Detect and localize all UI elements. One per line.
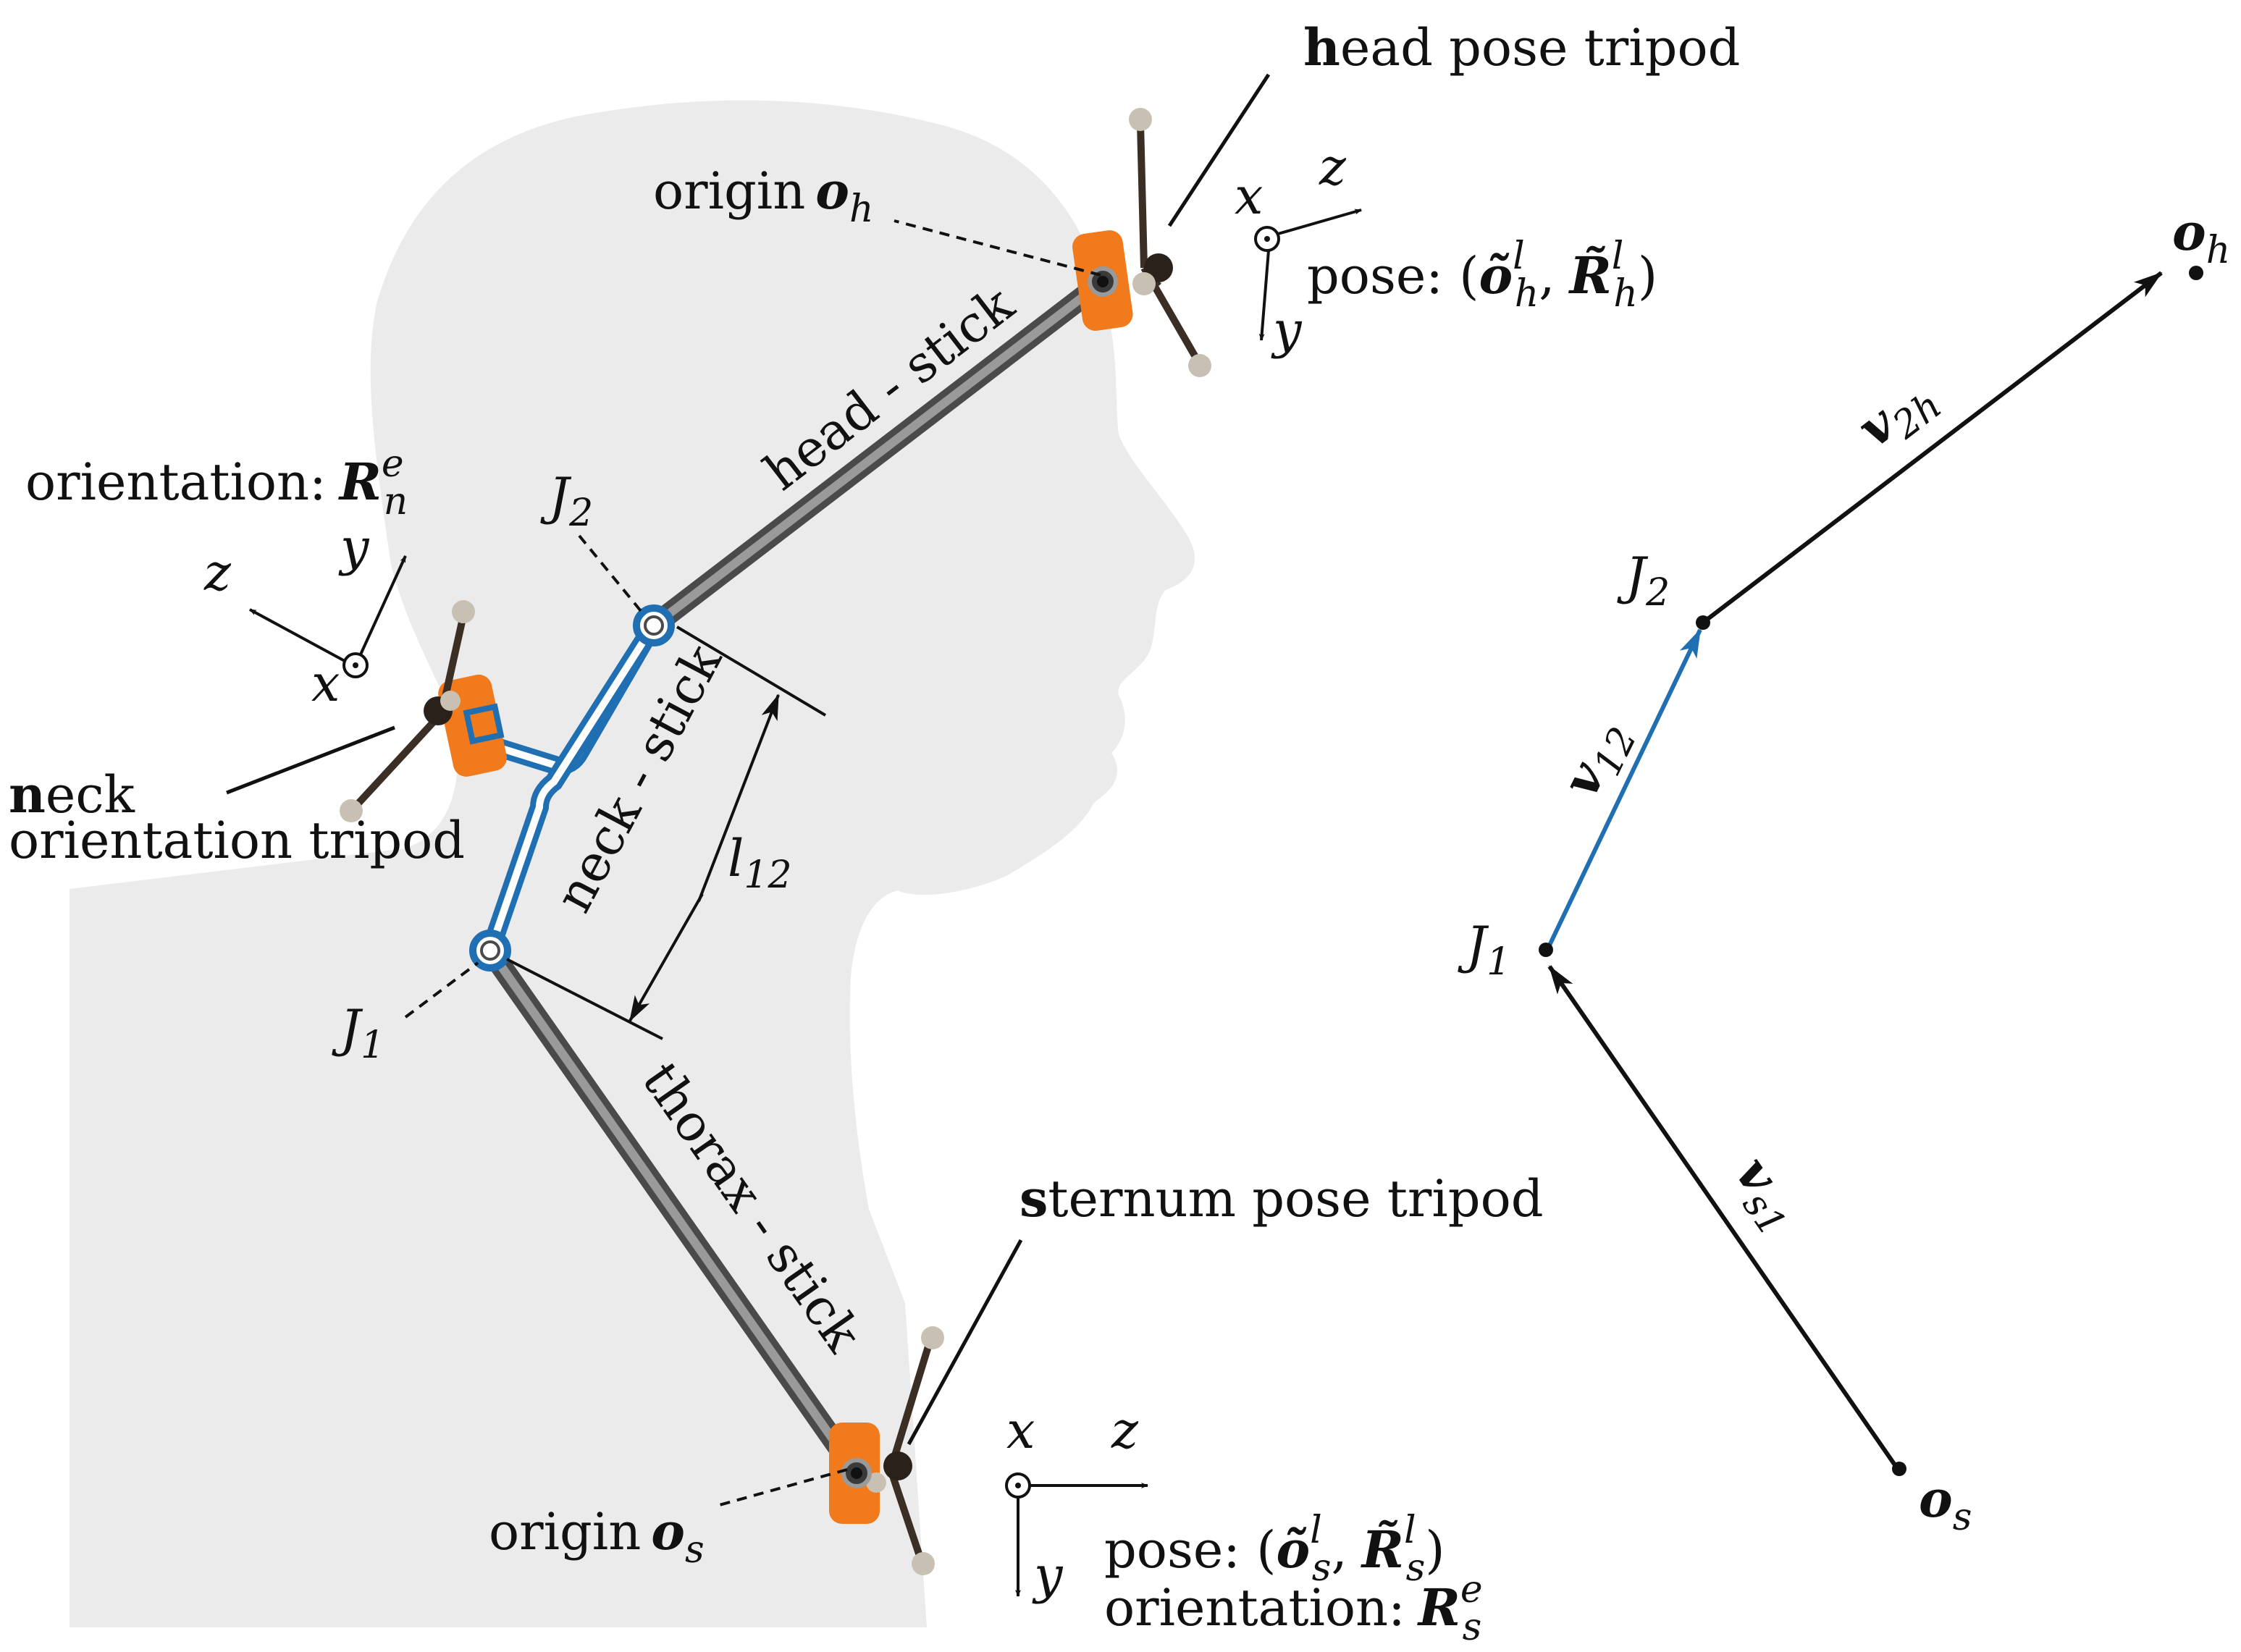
- vec-j1-label: J1: [1458, 916, 1510, 984]
- joint-j2: [633, 604, 675, 646]
- neck-tripod-label: neck: [9, 764, 135, 825]
- head-stick: [643, 271, 1114, 636]
- vector-diagram: [1539, 266, 2203, 1476]
- neck-frame: [249, 555, 407, 678]
- vec-oh-label: oh: [2172, 202, 2230, 272]
- sternum-axis-y: y: [1032, 1546, 1064, 1605]
- neck-tripod-label-line2: orientation tripod: [9, 811, 465, 870]
- thorax-stick: [479, 940, 867, 1484]
- leader-lines: [226, 73, 1271, 1507]
- head-axis-x: x: [1235, 167, 1263, 226]
- head-frame: [1254, 208, 1362, 341]
- vec-v12-label: v12: [1550, 709, 1646, 809]
- neck-stick: [481, 623, 660, 954]
- head-tripod-title: head pose tripod: [1303, 17, 1740, 77]
- head-axis-z: z: [1319, 138, 1347, 197]
- length-label: l12: [728, 829, 792, 897]
- length-dimension: [506, 625, 827, 1040]
- head-axis-y: y: [1271, 300, 1303, 360]
- joint-j1: [469, 930, 511, 972]
- vec-v2h-label: v2h: [1846, 363, 1950, 465]
- sternum-axis-x: x: [1006, 1401, 1035, 1460]
- sternum-tripod-title: sternum pose tripod: [1019, 1168, 1544, 1229]
- sternum-frame: [1005, 1472, 1148, 1597]
- neck-tripod: [340, 600, 507, 822]
- vec-j2-label: J2: [1617, 547, 1670, 615]
- head-tripod: [1072, 108, 1211, 377]
- neck-axis-x: x: [311, 654, 340, 713]
- neck-axis-y: y: [338, 518, 370, 577]
- neck-axis-z: z: [203, 543, 232, 602]
- head-silhouette: [70, 100, 1195, 1627]
- sternum-tripod: [829, 1326, 944, 1575]
- sternum-axis-z: z: [1111, 1401, 1139, 1460]
- vec-os-label: os: [1919, 1469, 1972, 1539]
